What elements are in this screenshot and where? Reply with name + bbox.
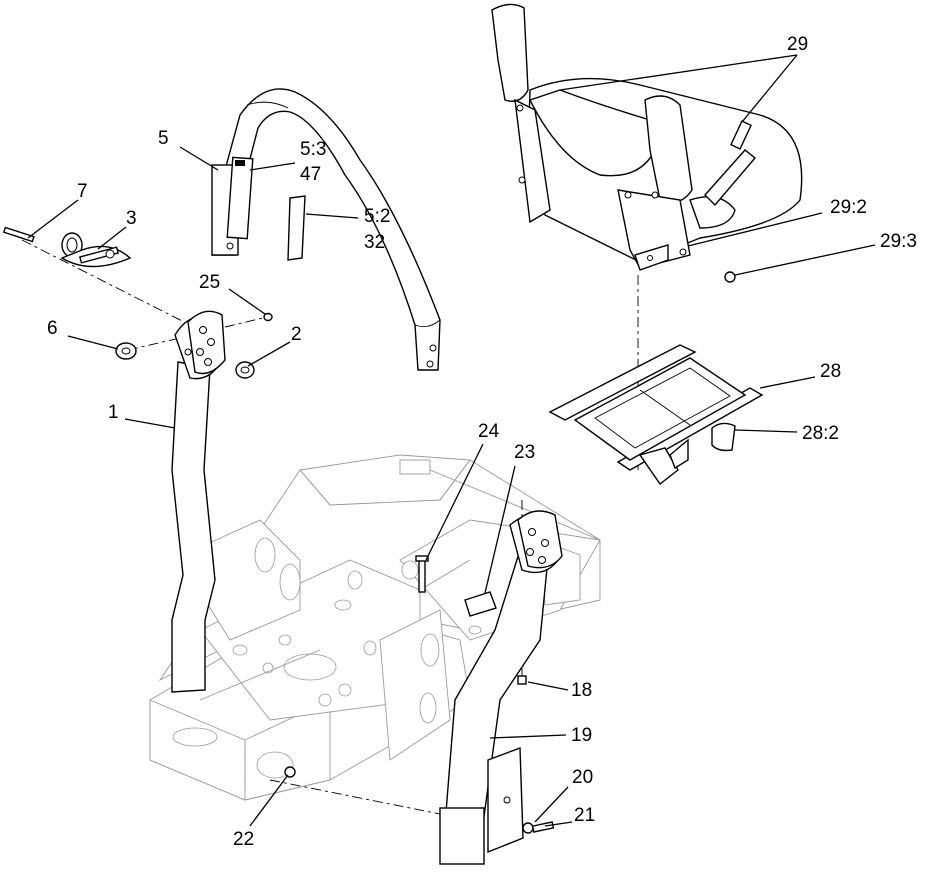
part-24-bolt — [415, 555, 429, 593]
part-18-nut — [517, 675, 527, 685]
callout-29: 29 — [787, 34, 808, 55]
callout-28: 28 — [820, 361, 841, 382]
part-19-right-rops-upright — [439, 510, 563, 865]
callout-25: 25 — [199, 272, 220, 293]
callout-18: 18 — [571, 680, 592, 701]
part-29-seat — [491, 3, 803, 271]
part-28-seat-frame — [548, 344, 764, 486]
callout-2: 2 — [291, 324, 302, 345]
part-6-nut — [115, 342, 137, 360]
callout-19: 19 — [571, 725, 592, 746]
callout-7: 7 — [77, 181, 88, 202]
callout-labels: 1 2 3 5 5:3 47 5:2 32 6 7 18 19 20 21 22… — [47, 34, 917, 850]
part-23-plate — [464, 591, 497, 617]
part-2-nut — [235, 361, 255, 379]
callout-1: 1 — [108, 402, 119, 423]
callout-3: 3 — [126, 208, 137, 229]
part-21-bolt — [531, 821, 555, 833]
part-5-2-decal — [287, 195, 306, 261]
callout-5-3: 5:3 — [300, 139, 326, 160]
callout-29-2: 29:2 — [830, 197, 867, 218]
part-3-lanyard-pin — [60, 232, 132, 268]
callout-6: 6 — [47, 318, 58, 339]
part-20-washer — [522, 822, 534, 834]
leader-lines — [27, 54, 876, 827]
callout-22: 22 — [233, 829, 254, 850]
callout-47: 47 — [300, 164, 321, 185]
part-29-3-bolt — [724, 271, 736, 283]
part-5-roll-bar-hoop — [211, 88, 441, 371]
callout-32: 32 — [364, 232, 385, 253]
callout-29-3: 29:3 — [880, 231, 917, 252]
callout-28-2: 28:2 — [802, 423, 839, 444]
callout-20: 20 — [572, 767, 593, 788]
callout-21: 21 — [574, 805, 595, 826]
part-7-pin — [2, 226, 35, 243]
callout-24: 24 — [478, 421, 500, 442]
callout-23: 23 — [514, 442, 535, 463]
callout-5-2: 5:2 — [364, 206, 390, 227]
part-1-left-rops-upright — [171, 310, 226, 693]
part-22-nut — [284, 766, 296, 778]
callout-5: 5 — [158, 128, 169, 149]
part-25-bolt — [263, 312, 273, 322]
